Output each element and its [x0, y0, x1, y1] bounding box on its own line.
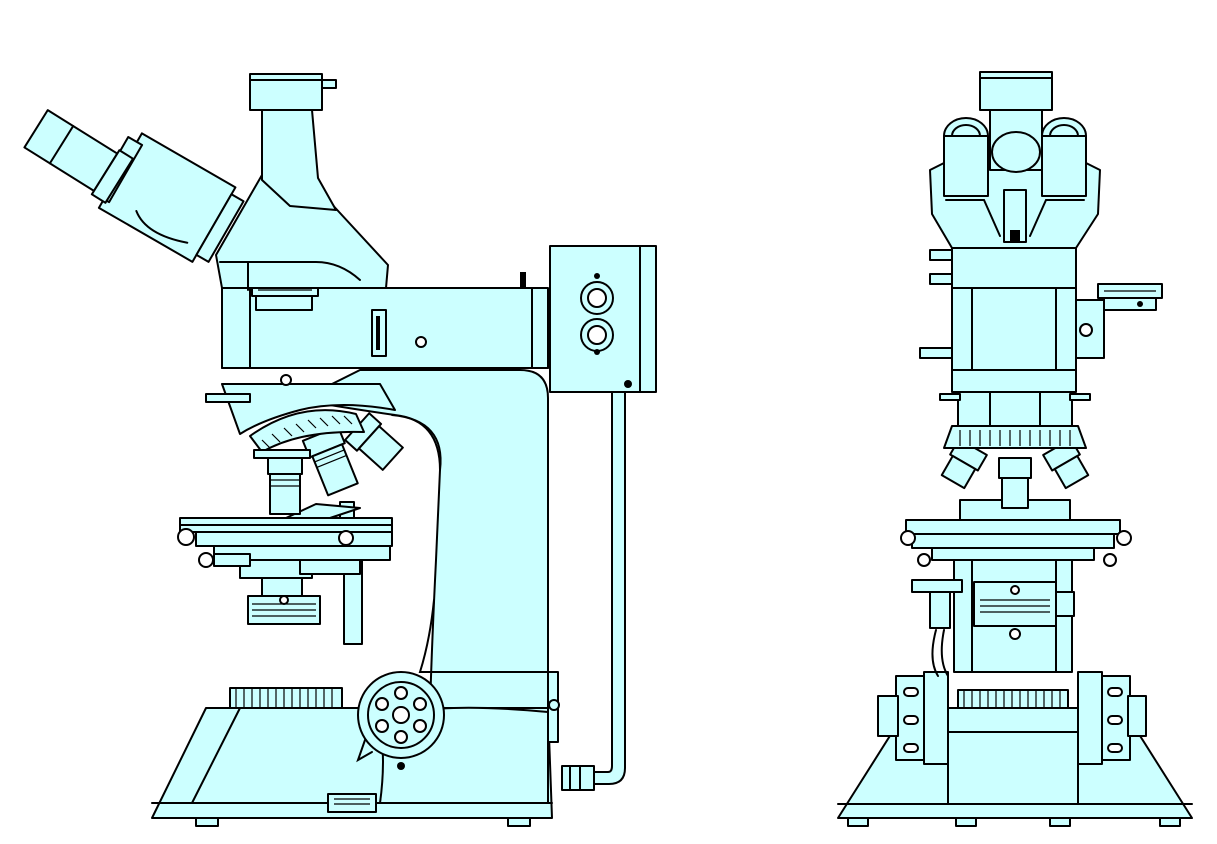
nosepiece — [249, 409, 365, 459]
side-stand — [299, 369, 560, 804]
front-base-block — [947, 689, 1079, 805]
side-arm-lower — [205, 374, 396, 435]
front-objectives — [940, 437, 1090, 509]
lamp-housing — [549, 245, 657, 393]
base-control-wheel — [229, 687, 343, 709]
front-illuminator — [919, 247, 1163, 393]
front-nosepiece — [939, 391, 1091, 449]
side-illuminator-block — [221, 272, 549, 369]
lamp-cable — [561, 391, 626, 791]
focus-knob — [356, 671, 445, 770]
camera-port — [249, 73, 337, 211]
front-eyepieces — [943, 71, 1087, 197]
condenser — [239, 557, 363, 645]
front-stage — [900, 499, 1132, 567]
front-view — [837, 71, 1193, 827]
front-focus-knobs — [877, 671, 1147, 765]
side-view — [23, 73, 657, 827]
side-stage — [177, 501, 393, 568]
side-eyepieces — [23, 109, 245, 263]
front-pillar — [911, 559, 1075, 677]
